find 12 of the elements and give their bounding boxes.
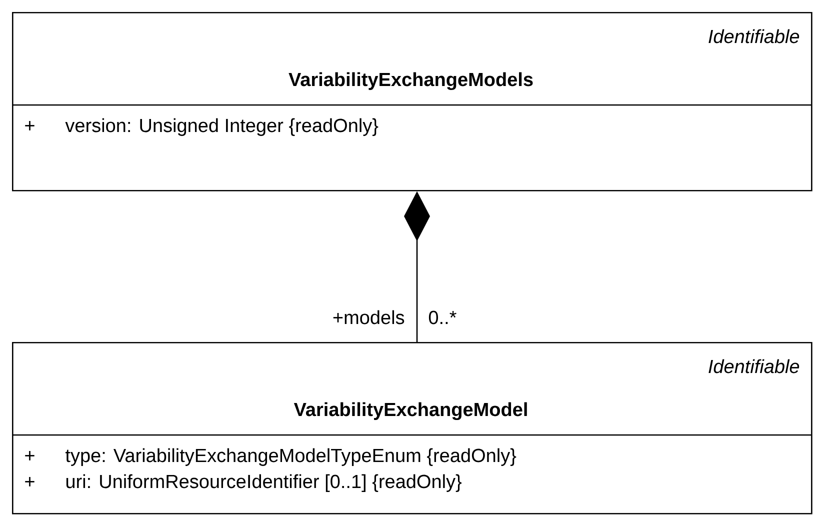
attribute-text: type: VariabilityExchangeModelTypeEnum {readOnly} — [65, 448, 516, 466]
role-label: 0..* — [428, 310, 456, 324]
role-label: +models — [333, 310, 404, 324]
stereotype-label: Identifiable — [708, 29, 800, 44]
class-name: VariabilityExchangeModel — [294, 402, 527, 420]
visibility-marker: + — [25, 121, 34, 130]
visibility-marker: + — [25, 451, 34, 460]
visibility-marker: + — [25, 477, 34, 486]
stereotype-label: Identifiable — [708, 359, 800, 374]
attribute-text: version: Unsigned Integer {readOnly} — [65, 118, 378, 136]
attribute-text: uri: UniformResourceIdentifier [0..1] {readOnly} — [66, 474, 462, 492]
class-name: VariabilityExchangeModels — [288, 72, 533, 90]
